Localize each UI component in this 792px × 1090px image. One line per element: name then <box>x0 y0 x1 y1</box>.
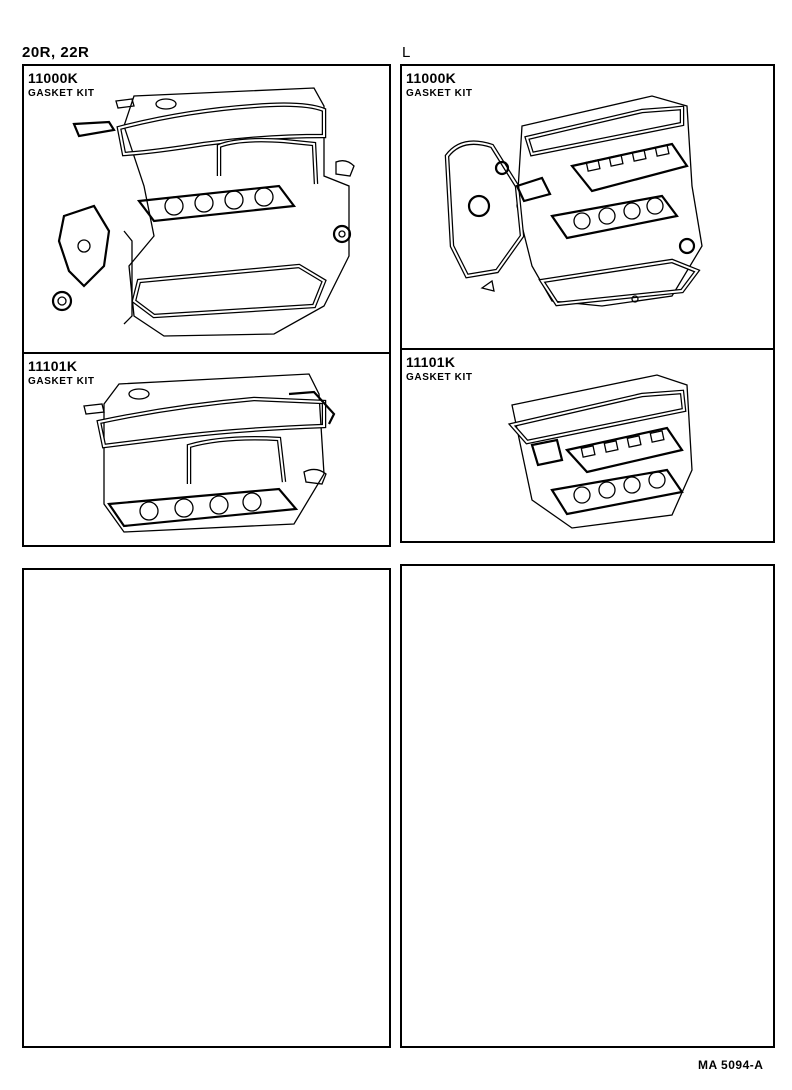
part-number: 11000K <box>406 70 457 86</box>
panel-top-right: 11000K GASKET KIT <box>400 64 775 350</box>
panel-bottom-right-empty <box>400 564 775 1048</box>
panel-mid-left: 11101K GASKET KIT <box>22 352 391 547</box>
gasket-kit-illustration <box>51 87 355 337</box>
panel-mid-right: 11101K GASKET KIT <box>400 348 775 543</box>
part-label: GASKET KIT <box>28 376 95 387</box>
part-number: 11101K <box>406 354 456 370</box>
section-letter-heading: L <box>402 44 411 61</box>
part-label: GASKET KIT <box>28 88 95 99</box>
part-label: GASKET KIT <box>406 88 473 99</box>
part-number: 11000K <box>28 70 79 86</box>
engine-models-heading: 20R, 22R <box>22 44 90 61</box>
document-code: MA 5094-A <box>698 1058 764 1072</box>
gasket-kit-illustration <box>83 373 336 533</box>
gasket-kit-illustration <box>507 374 693 529</box>
panel-bottom-left-empty <box>22 568 391 1048</box>
panel-top-left: 11000K GASKET KIT <box>22 64 391 354</box>
part-number: 11101K <box>28 358 78 374</box>
gasket-kit-illustration <box>444 95 703 307</box>
part-label: GASKET KIT <box>406 372 473 383</box>
